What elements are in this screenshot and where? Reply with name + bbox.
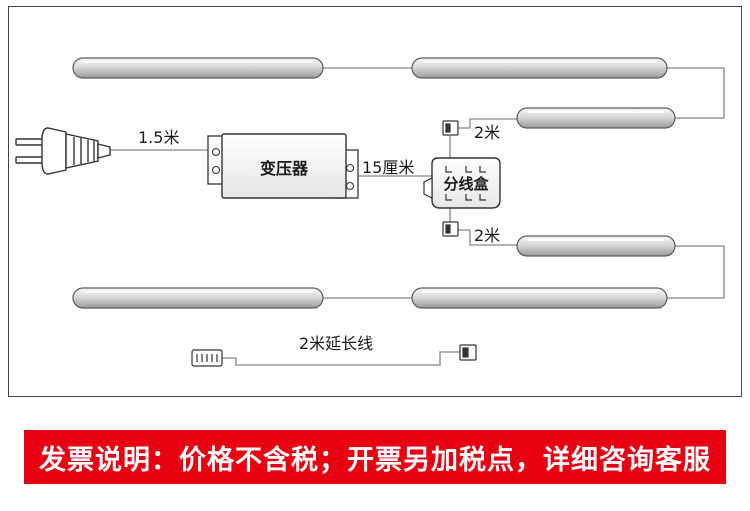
led-tube-bottom-right	[411, 287, 668, 309]
led-tube-top-right	[411, 57, 668, 79]
plug-cable-label: 1.5米	[138, 128, 179, 147]
lower-connector-icon	[442, 221, 459, 237]
short-cable-label: 15厘米	[362, 158, 414, 177]
wire-lower-branch	[458, 229, 519, 246]
extension-cable-label: 2米延长线	[299, 334, 373, 353]
wiring-diagram: 1.5米 变压器 15厘米 分线盒 2米 2米 2米延长线	[15, 57, 725, 367]
extension-cable-plug-icon	[191, 349, 223, 367]
led-tube-bottom-left	[72, 287, 324, 309]
led-tube-top-left	[72, 57, 324, 79]
lower-branch-label: 2米	[474, 226, 500, 245]
junction-box-label: 分线盒	[443, 175, 489, 193]
upper-connector-icon	[442, 120, 459, 136]
invoice-notice-text: 发票说明：价格不含税；开票另加税点，详细咨询客服	[39, 444, 711, 476]
power-plug-icon	[15, 127, 111, 175]
wire-extension-cable	[222, 351, 460, 366]
led-tube-upper-branch	[516, 107, 676, 129]
wire-top-right-loop	[666, 67, 725, 119]
wire-bottom-right-loop	[666, 245, 725, 299]
upper-branch-label: 2米	[474, 123, 500, 142]
junction-box-icon	[423, 157, 501, 209]
transformer-label: 变压器	[260, 159, 309, 178]
invoice-notice-banner: 发票说明：价格不含税；开票另加税点，详细咨询客服	[24, 430, 726, 484]
extension-cable-socket-icon	[459, 344, 477, 361]
led-tube-lower-branch	[516, 235, 676, 257]
wire-upper-branch	[458, 118, 519, 129]
transformer-icon	[207, 133, 359, 199]
